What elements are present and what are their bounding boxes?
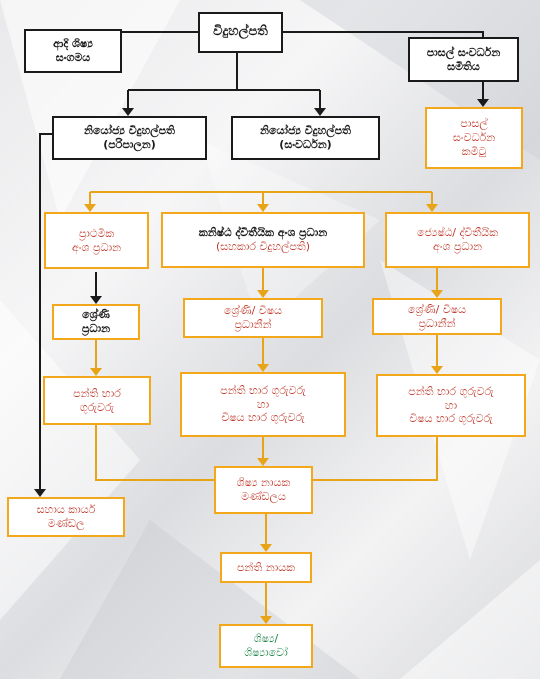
principal-box: විදුහල්පති <box>198 12 283 53</box>
class-teachers-3-line2: හා <box>444 398 458 412</box>
alumni-label-line2: සංගමය <box>55 51 91 64</box>
sdc-committee-line3: කමිටු <box>461 144 487 158</box>
class-teachers-2-line2: හා <box>256 397 270 411</box>
class-subject-teachers-box-2: පන්ති භාර ගුරුවරු හා විෂය භාර ගුරුවරු <box>180 372 346 437</box>
deputy-admin-line1: නියෝජ්‍ය විදුහල්පති <box>84 124 175 138</box>
grade-head-3-line2: ප්‍රධානීන් <box>418 316 456 330</box>
class-monitors-label: පන්ති නායක <box>236 560 296 574</box>
sdc-label-line2: සමිතිය <box>447 59 480 73</box>
deputy-principal-development-box: නියෝජ්‍ය විදුහල්පති (සංවර්ධන) <box>231 116 380 160</box>
deputy-admin-line2: (පරිපාලන) <box>103 138 156 151</box>
grade-head-2-line2: ප්‍රධානීන් <box>234 318 272 331</box>
deputy-dev-line2: (සංවර්ධන) <box>279 138 332 151</box>
sdc-committee-line1: පාසල් <box>460 117 488 131</box>
sdc-label-line1: පාසල් සංවර්ධන <box>426 45 501 59</box>
principal-label: විදුහල්පති <box>213 24 268 40</box>
support-staff-line1: සහාය කාර්ය <box>36 503 96 517</box>
class-teachers-box-1: පන්ති භාර ගුරුවරු <box>43 376 151 425</box>
students-line2: ශිෂ්‍යාවෝ <box>244 646 288 659</box>
school-development-society-box: පාසල් සංවර්ධන සමිතිය <box>408 37 519 82</box>
students-box: ශිෂ්‍ය/ ශිෂ්‍යාවෝ <box>219 624 313 668</box>
primary-head-line2: අංශ ප්‍රධාන <box>71 240 122 254</box>
alumni-label-line1: ආදි ශිෂ්‍ය <box>53 37 93 51</box>
alumni-association-box: ආදි ශිෂ්‍ය සංගමය <box>24 29 122 73</box>
class-teachers-2-line1: පන්ති භාර ගුරුවරු <box>220 383 306 397</box>
grade-head-2-line1: ශ්‍රේණි/ විෂය <box>223 304 283 318</box>
class-subject-teachers-box-3: පන්ති භාර ගුරුවරු හා විෂය භාර ගුරුවරු <box>376 374 526 437</box>
senior-secondary-head-box: ජ්‍යෙෂ්ඨ/ ද්විතීයික අංශ ප්‍රධාන <box>385 212 530 268</box>
primary-head-line1: ප්‍රාථමික <box>78 226 115 240</box>
class-teachers-3-line1: පන්ති භාර ගුරුවරු <box>408 384 494 398</box>
junior-head-line2: (සහකාර විදුහල්පති) <box>215 240 311 253</box>
class-teachers-2-line3: විෂය භාර ගුරුවරු <box>221 411 305 425</box>
prefects-line1: ශිෂ්‍ය නායක <box>236 476 291 490</box>
class-teachers-1-line1: පන්ති භාර <box>73 386 121 400</box>
prefects-council-box: ශිෂ්‍ය නායක මණ්ඩලය <box>214 466 313 514</box>
primary-section-head-box: ප්‍රාථමික අංශ ප්‍රධාන <box>44 212 149 269</box>
senior-head-line1: ජ්‍යෙෂ්ඨ/ ද්විතීයික <box>416 226 499 240</box>
class-monitors-box: පන්ති නායක <box>220 552 312 583</box>
grade-subject-heads-box-2: ශ්‍රේණි/ විෂය ප්‍රධානීන් <box>183 298 323 338</box>
deputy-dev-line1: නියෝජ්‍ය විදුහල්පති <box>260 124 351 138</box>
prefects-line2: මණ්ඩලය <box>241 490 286 503</box>
support-staff-line2: මණ්ඩල <box>47 517 85 530</box>
grade-head-3-line1: ශ්‍රේණි/ විෂය <box>407 302 467 316</box>
deputy-principal-admin-box: නියෝජ්‍ය විදුහල්පති (පරිපාලන) <box>52 116 207 160</box>
junior-secondary-head-box: කනිෂ්ඨ ද්විතීයික අංශ ප්‍රධාන (සහකාර විදු… <box>161 212 365 268</box>
junior-head-line1: කනිෂ්ඨ ද්විතීයික අංශ ප්‍රධාන <box>198 226 328 240</box>
sdc-committee-line2: සංවර්ධන <box>452 131 496 145</box>
school-development-committee-box: පාසල් සංවර්ධන කමිටු <box>425 107 523 169</box>
grade-head-1-line1: ශ්‍රේණි <box>82 308 110 322</box>
class-teachers-3-line3: විෂය භාර ගුරුවරු <box>409 412 493 426</box>
grade-head-1-line2: ප්‍රධාන <box>81 322 111 335</box>
students-line1: ශිෂ්‍ය/ <box>253 632 279 646</box>
class-teachers-1-line2: ගුරුවරු <box>79 400 115 414</box>
senior-head-line2: අංශ ප්‍රධාන <box>432 240 483 253</box>
grade-subject-heads-box-3: ශ්‍රේණි/ විෂය ප්‍රධානීන් <box>372 298 502 335</box>
support-staff-box: සහාය කාර්ය මණ්ඩල <box>7 497 125 537</box>
grade-head-box-1: ශ්‍රේණි ප්‍රධාන <box>52 304 140 340</box>
